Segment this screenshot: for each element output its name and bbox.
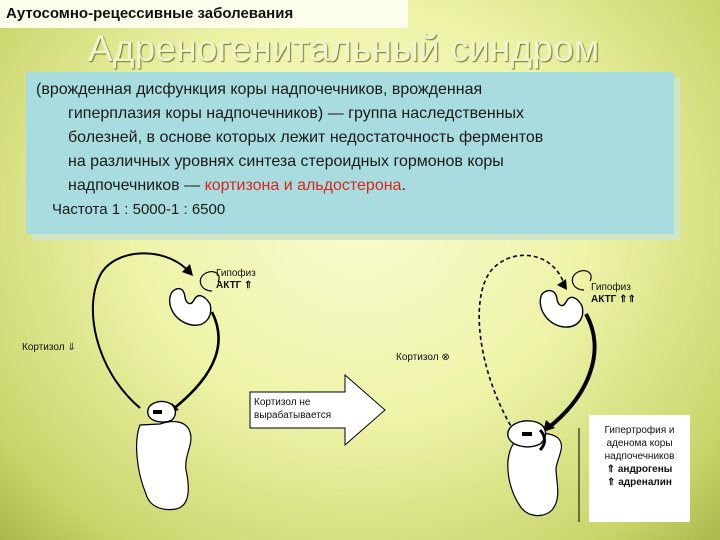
process-arrow [249,373,386,447]
left-adrenal-shape [136,421,192,511]
info-line-3: надпочечников [604,451,675,462]
definition-panel: (врожденная дисфункция коры надпочечнико… [26,72,674,234]
right-adrenal-hyperplasia-edge [538,428,546,452]
definition-line-5-suffix: . [401,177,406,194]
left-hypothalamus-hook [199,270,220,292]
androgens-text: андрогены [617,464,673,475]
info-adrenaline: ⇑ адреналин [589,476,690,489]
hypertrophy-info-box: Гипертрофия и аденома коры надпочечников… [589,415,690,522]
info-line-2: аденома коры [606,438,673,449]
right-acth-text: АКТГ [591,294,617,305]
left-cortisol-label: Кортизол ⇓ [22,342,76,353]
right-acth-label: АКТГ ⇑⇑ [591,294,636,305]
left-feedback-loop [91,252,191,409]
arrow-text: Кортизол не вырабатывается [254,397,332,421]
left-acth-label: АКТГ ⇑ [216,280,253,291]
topic-header: Аутосомно-рецессивные заболевания [0,0,408,28]
left-pituitary-shape [168,287,212,326]
definition-line-5-prefix: надпочечников — [68,177,205,194]
frequency-text: Частота 1 : 5000-1 : 6500 [52,201,226,218]
right-dashed-arrowhead [557,279,567,290]
left-cortisol-text: Кортизол [22,342,65,353]
left-pituitary-label: Гипофиз [216,268,256,279]
right-adrenal-shape [507,432,563,517]
right-pituitary-shape [539,289,584,328]
right-adrenal-mark [522,432,532,436]
definition-line-4: на различных уровнях синтеза стероидных … [68,153,504,170]
right-hypothalamus-hook [571,269,592,291]
info-androgens: ⇑ андрогены [589,463,690,476]
hormones-highlight: кортизона и альдостерона [204,177,402,194]
definition-line-2: гиперплазия коры надпочечников) — группа… [68,105,525,122]
left-acth-path [171,311,220,412]
right-cortisol-label: Кортизол ⊗ [396,352,450,363]
adrenaline-up-arrow: ⇑ [607,477,616,488]
left-feedback-arrowhead [182,264,193,276]
definition-line-3: болезней, в основе которых лежит недоста… [68,129,544,146]
definition-line-1: (врожденная дисфункция коры надпочечнико… [36,81,483,98]
left-acth-up-arrow: ⇑ [244,280,253,291]
page-title: Адреногенитальный синдром [88,28,600,69]
androgens-up-arrow: ⇑ [606,464,616,475]
right-acth-up-arrows: ⇑⇑ [619,294,636,305]
left-adrenal-mark [153,410,162,414]
right-pituitary-label: Гипофиз [591,282,631,293]
right-acth-path [546,313,597,430]
info-line-1: Гипертрофия и [604,425,675,436]
right-cortisol-text: Кортизол [396,352,439,363]
definition-text: (врожденная дисфункция коры надпочечнико… [36,78,664,198]
right-acth-arrowhead [543,420,555,432]
left-cortisol-down-arrow: ⇓ [67,342,76,353]
right-dashed-feedback-loop [478,254,566,429]
left-acth-text: АКТГ [216,280,242,291]
right-cortisol-blocked-icon: ⊗ [441,352,450,363]
definition-line-5: надпочечников — кортизона и альдостерона… [36,174,664,198]
adrenaline-text: адреналин [618,477,672,488]
